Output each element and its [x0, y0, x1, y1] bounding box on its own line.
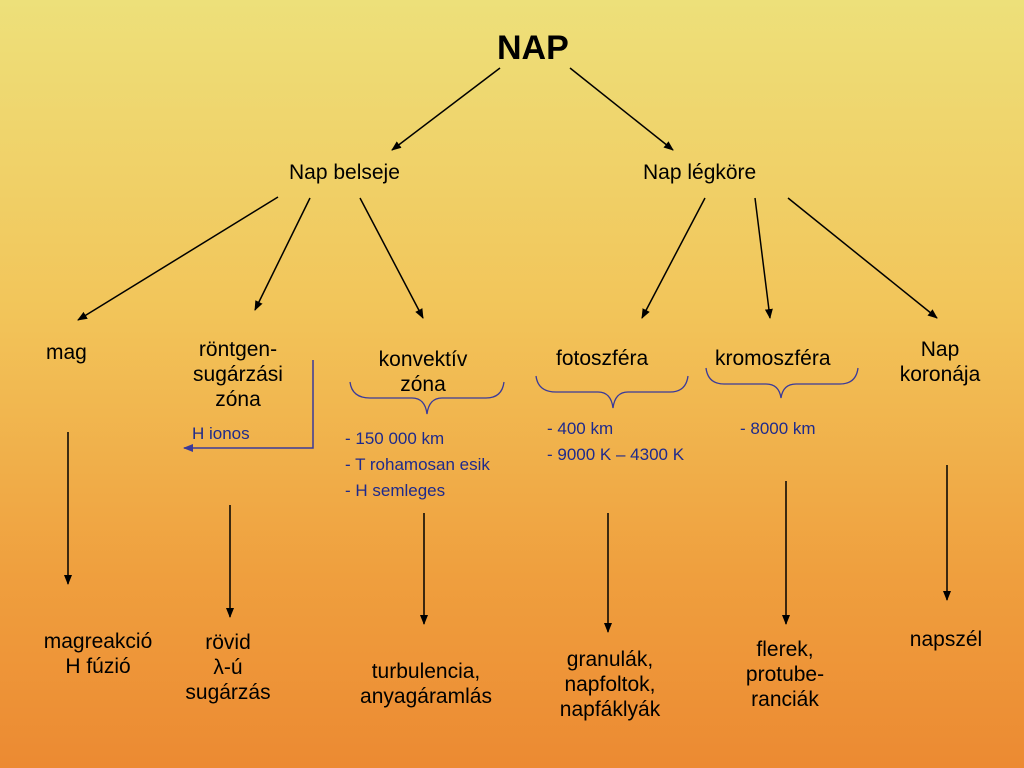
- result-mag: magreakció H fúzió: [43, 630, 153, 679]
- branch-nap-legkore: Nap légköre: [643, 161, 757, 184]
- arrow-h-ionos: [183, 360, 314, 452]
- layer-mag: mag: [46, 341, 87, 364]
- arrow-nap-to-belseje: [391, 67, 501, 151]
- arrow-belseje-to-rontgen: [254, 197, 311, 311]
- arrow-nap-to-legkore: [569, 67, 674, 151]
- result-fotoszfera: granulák, napfoltok, napfáklyák: [559, 648, 661, 722]
- bracket-fotoszfera: [535, 375, 689, 409]
- bracket-kromoszfera: [705, 367, 859, 399]
- arrow-legkore-to-fotoszfera: [641, 197, 706, 319]
- arrow-belseje-to-mag: [77, 196, 279, 321]
- result-konvektiv: turbulencia, anyagáramlás: [360, 660, 492, 709]
- note-kromoszfera: - 8000 km: [740, 419, 816, 438]
- arrow-belseje-to-konvektiv: [359, 197, 424, 319]
- note-h-ionos: H ionos: [192, 424, 250, 443]
- branch-nap-belseje: Nap belseje: [289, 161, 400, 184]
- arrow-legkore-to-korona: [787, 197, 938, 319]
- arrow-legkore-to-kromoszfera: [754, 197, 773, 319]
- layer-konvektiv: konvektív zóna: [378, 348, 468, 397]
- note-fotoszfera: - 400 km - 9000 K – 4300 K: [547, 419, 685, 464]
- layer-rontgen: röntgen- sugárzási zóna: [193, 338, 283, 412]
- layer-fotoszfera: fotoszféra: [556, 347, 649, 370]
- result-kromoszfera: flerek, protube- ranciák: [745, 638, 825, 712]
- result-korona: napszél: [909, 628, 983, 651]
- result-rontgen: rövid λ-ú sugárzás: [185, 631, 271, 705]
- bracket-konvektiv: [349, 381, 505, 415]
- note-konvektiv: - 150 000 km - T rohamosan esik - H seml…: [345, 429, 490, 500]
- layer-nap-koronaja: Nap koronája: [899, 338, 981, 387]
- page-title: NAP: [497, 29, 569, 67]
- layer-kromoszfera: kromoszféra: [715, 347, 831, 370]
